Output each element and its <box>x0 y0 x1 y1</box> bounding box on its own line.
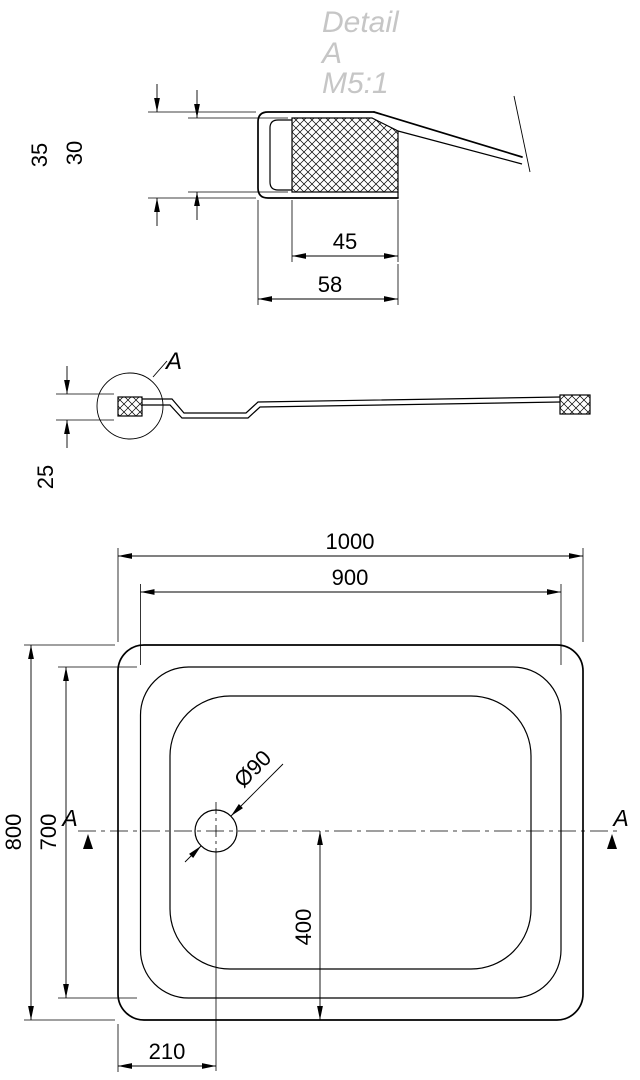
side-top-surface <box>142 396 561 414</box>
detail-foam-section <box>291 117 399 193</box>
dim-700: 700 <box>36 666 137 999</box>
dim-25: 25 <box>33 366 114 489</box>
detail-slope-top <box>373 111 523 158</box>
detail-marker-label: A <box>164 348 182 375</box>
dim-400: 400 <box>291 831 323 1020</box>
side-right-edge-section <box>559 394 591 415</box>
dim-210-label: 210 <box>149 1039 186 1064</box>
dim-drain-diameter-label: Ø90 <box>229 745 276 792</box>
detail-slope-bottom <box>397 130 523 165</box>
side-bottom-surface <box>142 401 561 419</box>
dim-30-label: 30 <box>62 141 87 165</box>
dim-35-label: 35 <box>27 143 52 167</box>
dim-25-label: 25 <box>33 465 58 489</box>
plan-outer-contour <box>117 644 584 1021</box>
dim-700-label: 700 <box>36 814 61 851</box>
detail-break-line <box>513 95 531 173</box>
side-view: A 25 <box>33 348 591 489</box>
dim-58: 58 <box>257 200 399 305</box>
section-line-a-a: A A <box>60 805 629 849</box>
detail-shell-inner <box>269 119 292 191</box>
section-label-right: A <box>611 805 628 831</box>
dim-1000: 1000 <box>117 529 584 642</box>
plan-inner-rim-contour <box>139 666 562 999</box>
detail-title-line3: M5:1 <box>322 67 389 100</box>
dim-1000-label: 1000 <box>326 529 375 554</box>
dim-30: 30 <box>62 90 288 220</box>
section-arrow-left-icon <box>83 834 93 849</box>
side-left-edge-section <box>117 396 143 417</box>
detail-shell-outer <box>257 111 399 199</box>
detail-leader-line <box>152 360 168 378</box>
dim-58-label: 58 <box>318 272 342 297</box>
dim-800: 800 <box>1 644 115 1021</box>
dim-210: 210 <box>117 1024 216 1072</box>
dim-900: 900 <box>140 565 562 665</box>
dim-45-label: 45 <box>333 229 357 254</box>
dim-900-label: 900 <box>332 565 369 590</box>
detail-title-line1: Detail <box>322 6 400 39</box>
section-arrow-right-icon <box>607 834 617 849</box>
detail-profile <box>257 95 531 199</box>
plan-floor-contour <box>169 695 532 970</box>
detail-title-line2: A <box>320 37 342 70</box>
detail-view: Detail A M5:1 35 3 <box>27 6 531 305</box>
detail-circle <box>96 372 164 440</box>
dim-35: 35 <box>27 84 256 226</box>
drain: Ø90 <box>184 745 284 1071</box>
detail-callout: A <box>96 348 182 440</box>
dim-400-label: 400 <box>291 909 316 946</box>
dim-800-label: 800 <box>1 814 26 851</box>
section-label-left: A <box>60 805 77 831</box>
dim-45: 45 <box>291 200 399 262</box>
side-profile <box>117 394 591 419</box>
plan-view: A A Ø90 1000 90 <box>1 529 629 1072</box>
